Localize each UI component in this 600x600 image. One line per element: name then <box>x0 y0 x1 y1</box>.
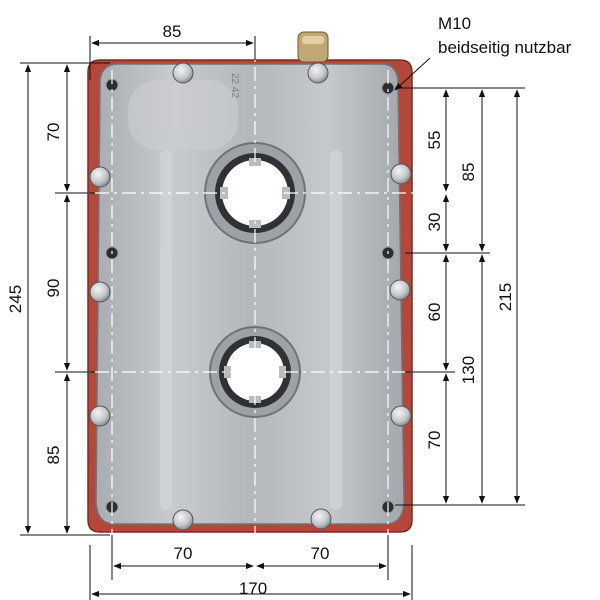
breather-plug <box>297 31 329 63</box>
extension-lines <box>20 36 525 600</box>
dim-bottom-right: 70 <box>311 544 330 563</box>
dim-bottom-left: 70 <box>174 544 193 563</box>
m10-leader-line <box>394 57 431 91</box>
upper-shaft-bore <box>204 142 306 244</box>
dim-left-bottom: 85 <box>44 446 63 465</box>
dimension-lines <box>24 39 521 598</box>
dim-right-b: 30 <box>425 213 444 232</box>
dim-right-85: 85 <box>459 163 478 182</box>
m10-note-line1: M10 <box>438 14 471 33</box>
dim-bottom-total: 170 <box>239 579 267 598</box>
dim-left-middle: 90 <box>44 279 63 298</box>
cover-bolts <box>89 62 412 531</box>
dim-top-width: 85 <box>163 22 182 41</box>
dim-right-c: 60 <box>425 303 444 322</box>
part-marking: 22 42 <box>229 73 240 98</box>
dim-left-top: 70 <box>44 123 63 142</box>
casting-ribs <box>128 80 342 510</box>
dim-right-d: 70 <box>425 431 444 450</box>
dim-left-total: 245 <box>6 285 25 313</box>
m10-note-line2: beidseitig nutzbar <box>438 38 572 57</box>
centerlines <box>68 40 440 560</box>
dim-right-a: 55 <box>425 131 444 150</box>
dim-right-130: 130 <box>459 356 478 384</box>
dim-right-215: 215 <box>496 283 515 311</box>
